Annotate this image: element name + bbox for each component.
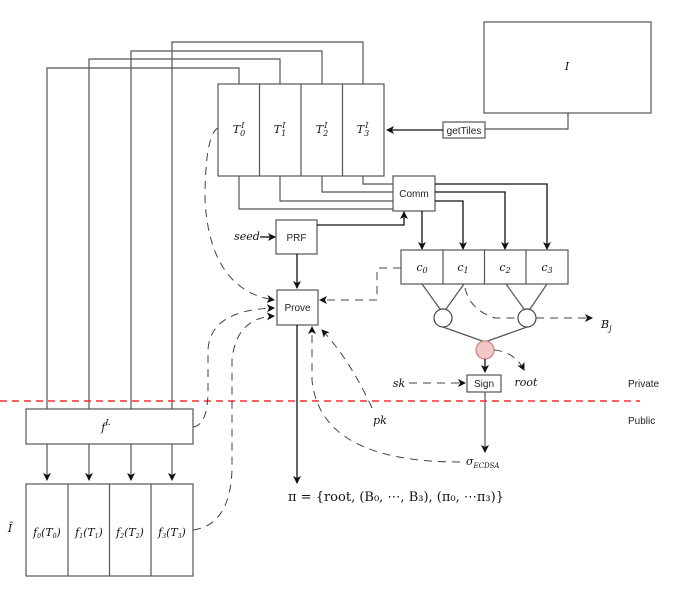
pk-to-prove-dashed [321, 329, 373, 409]
sign-box: Sign [466, 374, 502, 393]
root-label: root [515, 376, 539, 389]
tile-0-label: T0I [233, 121, 245, 138]
commitments-block: c0 c1 c2 c3 [400, 249, 569, 285]
sk-label: sk [393, 377, 406, 390]
root-arrow-dashed [493, 349, 525, 371]
output-3-label: f3(T3) [157, 526, 186, 540]
tile-3-label: T3I [357, 121, 369, 138]
tree-node-left [433, 308, 453, 328]
prove-label: Prove [284, 303, 311, 314]
proof-formula: π = {root, (B₀, ⋯, B₃), (π₀, ⋯π₃)} [288, 490, 504, 505]
tile2-to-fl-wire [130, 50, 323, 417]
seed-label: seed [234, 230, 260, 243]
output-0-label: f0(T0) [32, 526, 61, 540]
tree-edges-root [442, 326, 528, 343]
image-label: I [564, 60, 570, 73]
commitment-0-label: c0 [416, 261, 427, 275]
gettiles-label: getTiles [447, 126, 482, 137]
comm-box: Comm [392, 175, 436, 212]
tree-edges-right [505, 283, 548, 310]
outputs-to-prove-dashed [192, 312, 275, 531]
comm-to-c1-arrow [435, 200, 467, 250]
outputs-block: f0(T0) f1(T1) f2(T2) f3(T3) [25, 483, 194, 577]
tile-1-label: T1I [274, 121, 286, 138]
tree-root-node [475, 340, 495, 360]
tile0-to-fl-wire [46, 67, 240, 417]
prf-box: PRF [275, 219, 318, 255]
tree-node-right [517, 308, 537, 328]
sigma-to-prove-dashed [308, 326, 461, 463]
fl-box: fL [25, 408, 194, 445]
commitment-to-prove-dashed [319, 267, 401, 304]
tile1-to-fl-wire [88, 58, 281, 417]
private-label: Private [628, 379, 660, 390]
prf-to-comm-arrow [317, 211, 408, 226]
ihat-label: Î [7, 521, 13, 535]
prf-label: PRF [287, 233, 307, 244]
tile0-to-comm-wire [238, 176, 393, 210]
tile3-to-comm-wire [362, 176, 393, 185]
comm-label: Comm [399, 189, 428, 200]
comm-to-c2-arrow [435, 191, 509, 250]
tiles-block: T0I T1I T2I T3I [217, 83, 385, 177]
tile1-to-comm-wire [279, 176, 393, 202]
tree-edges-left [421, 283, 465, 310]
output-1-label: f1(T1) [74, 526, 103, 540]
tile2-to-comm-wire [321, 176, 393, 193]
tile-to-prove-dashed [204, 127, 275, 303]
tile3-to-fl-wire [171, 41, 364, 417]
fl-label: fL [100, 418, 110, 434]
prove-box: Prove [276, 289, 319, 326]
tile-2-label: T2I [316, 121, 328, 138]
gettiles-box: getTiles [442, 121, 486, 139]
image-to-gettiles-wire [485, 113, 569, 130]
sign-label: Sign [474, 379, 494, 390]
public-label: Public [628, 416, 655, 427]
pk-label: pk [373, 414, 387, 427]
commitment-2-label: c2 [499, 261, 510, 275]
path-to-bj-dashed-a [464, 287, 518, 319]
output-2-label: f2(T2) [115, 526, 144, 540]
commitment-1-label: c1 [457, 261, 468, 275]
sigma-label: σECDSA [466, 455, 499, 470]
commitment-3-label: c3 [541, 261, 552, 275]
image-box: I [483, 21, 652, 114]
bj-label: Bj [600, 318, 612, 333]
fl-to-prove-dashed [192, 304, 275, 428]
comm-to-c3-arrow [435, 183, 551, 250]
